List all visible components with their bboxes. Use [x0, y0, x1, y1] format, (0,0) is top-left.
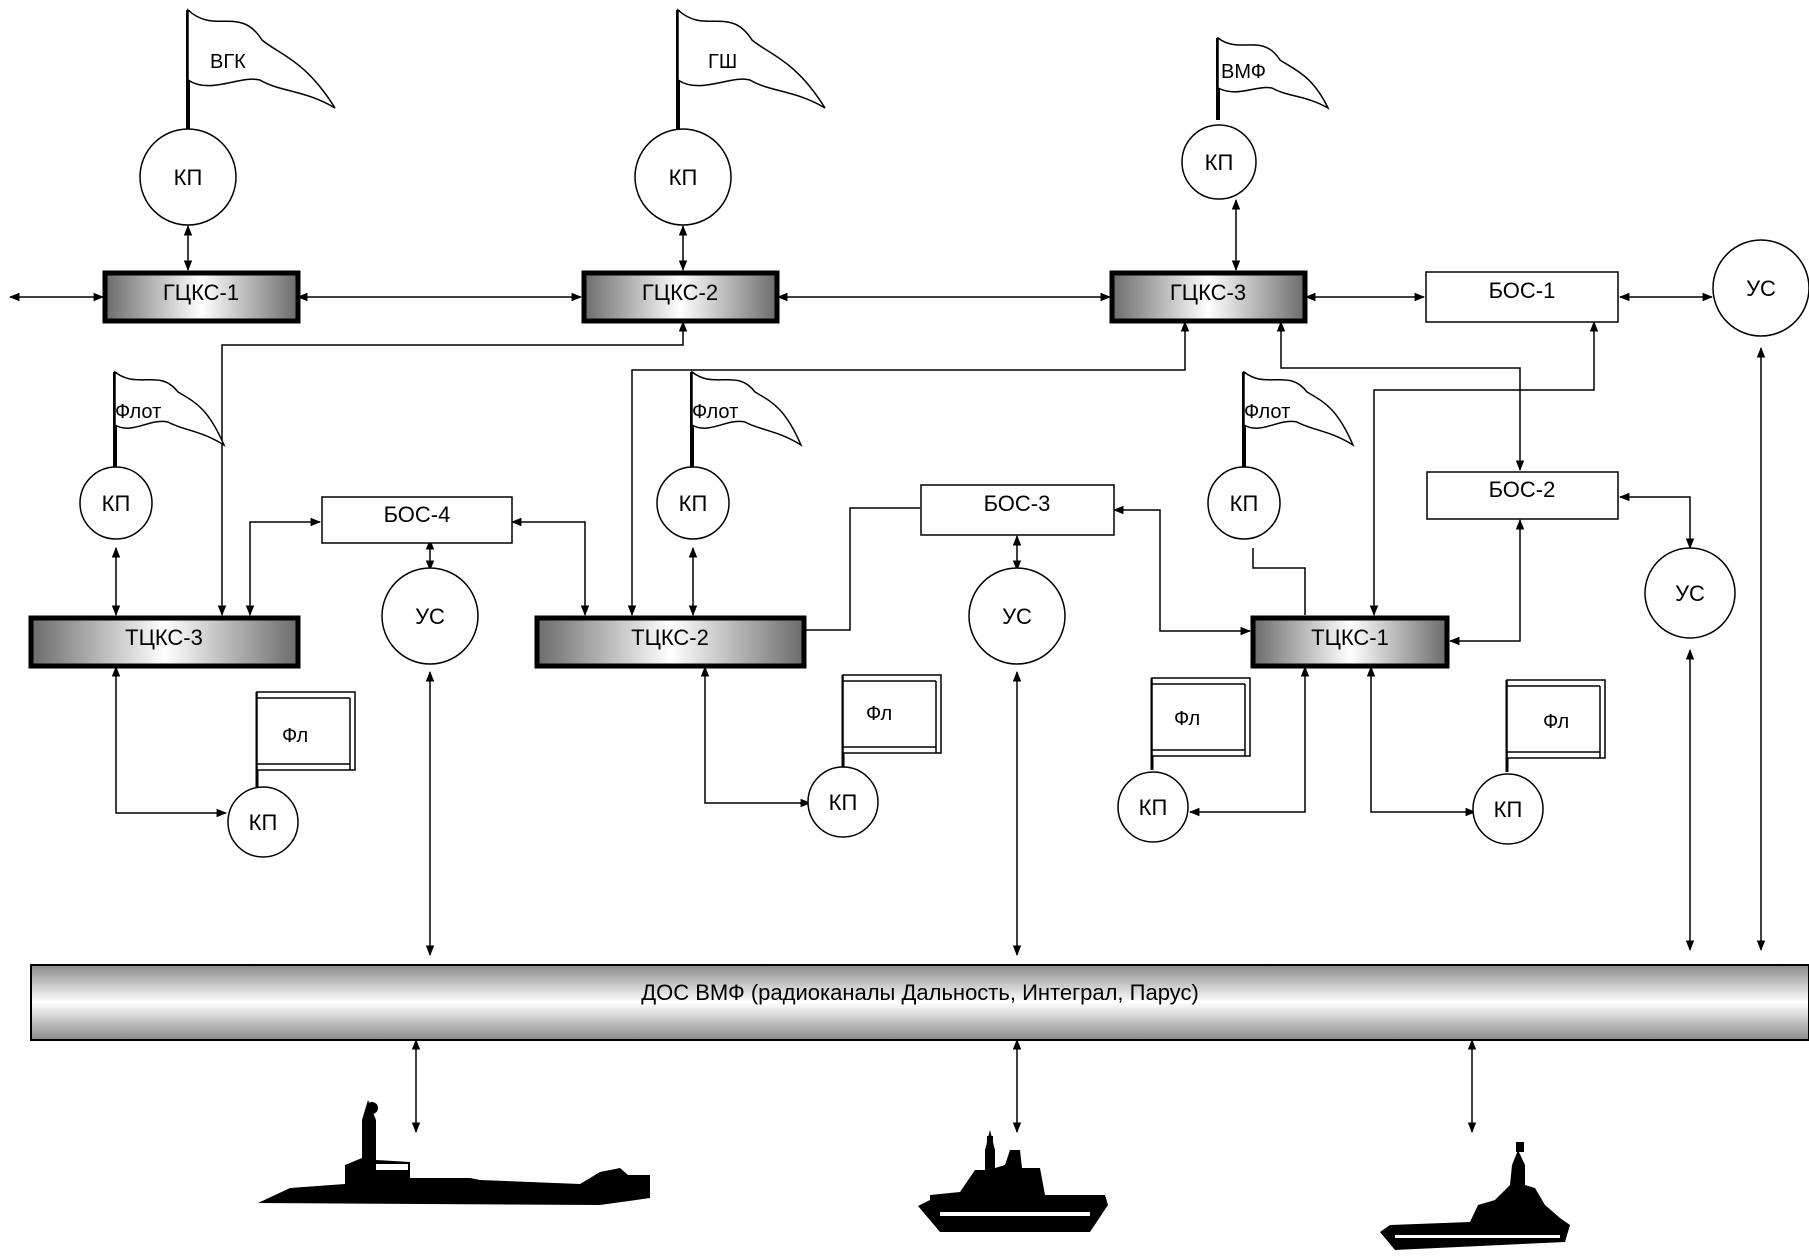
gcks-3-box: ГЦКС-3: [1109, 270, 1308, 324]
kp-flot-2: КП: [656, 466, 730, 540]
bos-2-box: БОС-2: [1426, 471, 1619, 520]
svg-text:УС: УС: [1675, 581, 1705, 606]
flag-fl-2-label: Фл: [866, 703, 892, 725]
flag-fl-4: Фл: [1505, 679, 1606, 772]
svg-text:КП: КП: [102, 491, 131, 516]
kp-fl-4: КП: [1472, 773, 1544, 845]
flag-fl-1: Фл: [255, 691, 356, 790]
flag-flot-3-label: Флот: [1244, 401, 1290, 423]
flag-fl-1-label: Фл: [282, 725, 308, 747]
svg-text:ТЦКС-1: ТЦКС-1: [1311, 625, 1389, 650]
svg-text:КП: КП: [1494, 797, 1523, 822]
kp-vmf: КП: [1181, 124, 1257, 200]
submarine-icon: [258, 1100, 650, 1205]
flag-fl-3-label: Фл: [1174, 708, 1200, 730]
svg-text:КП: КП: [249, 810, 278, 835]
kp-flot-3: КП: [1207, 466, 1281, 540]
tcks-1-box: ТЦКС-1: [1250, 615, 1450, 669]
svg-text:КП: КП: [174, 165, 203, 190]
connections: [8, 198, 1766, 1134]
svg-text:ТЦКС-2: ТЦКС-2: [631, 625, 709, 650]
kp-vgk: КП: [139, 128, 237, 226]
gcks-2-box: ГЦКС-2: [581, 270, 780, 324]
svg-text:КП: КП: [679, 491, 708, 516]
flag-vmf-label: ВМФ: [1221, 61, 1266, 83]
flag-flot-1-label: Флот: [115, 401, 161, 423]
aircraft-carrier-icon: [1380, 1142, 1570, 1250]
flag-fl-2: Фл: [841, 674, 942, 770]
svg-text:КП: КП: [1205, 150, 1234, 175]
flag-flot-3: Флот: [1242, 370, 1355, 468]
bos-4-box: БОС-4: [321, 496, 513, 544]
flag-gsh: ГШ: [676, 8, 826, 130]
bos-1-box: БОС-1: [1425, 271, 1619, 323]
kp-fl-3: КП: [1117, 771, 1189, 843]
svg-text:КП: КП: [669, 165, 698, 190]
svg-text:КП: КП: [829, 790, 858, 815]
svg-text:БОС-2: БОС-2: [1489, 477, 1556, 502]
flag-flot-1: Флот: [113, 370, 226, 468]
gcks-1-box: ГЦКС-1: [102, 270, 301, 324]
svg-text:ГЦКС-2: ГЦКС-2: [642, 280, 718, 305]
svg-text:БОС-1: БОС-1: [1489, 278, 1556, 303]
svg-text:УС: УС: [1746, 276, 1776, 301]
bos-3-box: БОС-3: [920, 484, 1115, 536]
svg-text:УС: УС: [1002, 604, 1032, 629]
flag-vgk-label: ВГК: [210, 51, 246, 73]
svg-text:ТЦКС-3: ТЦКС-3: [125, 625, 203, 650]
svg-text:БОС-3: БОС-3: [984, 491, 1051, 516]
kp-flot-1: КП: [79, 466, 153, 540]
kp-gsh: КП: [634, 128, 732, 226]
svg-text:УС: УС: [415, 604, 445, 629]
kp-fl-2: КП: [807, 766, 879, 838]
svg-text:ГЦКС-3: ГЦКС-3: [1170, 280, 1246, 305]
flag-fl-4-label: Фл: [1543, 711, 1569, 733]
svg-text:КП: КП: [1139, 795, 1168, 820]
us-bos4: УС: [381, 567, 479, 665]
flag-vgk: ВГК: [186, 8, 336, 130]
flag-gsh-label: ГШ: [708, 51, 737, 73]
flag-vmf: ВМФ: [1216, 36, 1330, 120]
svg-text:БОС-4: БОС-4: [384, 502, 451, 527]
kp-fl-1: КП: [227, 786, 299, 858]
us-right: УС: [1644, 547, 1736, 639]
svg-text:КП: КП: [1230, 491, 1259, 516]
dos-bus: ДОС ВМФ (радиоканалы Дальность, Интеграл…: [30, 964, 1809, 1041]
dos-bus-label: ДОС ВМФ (радиоканалы Дальность, Интеграл…: [641, 980, 1199, 1005]
us-top-right: УС: [1712, 239, 1809, 337]
flag-fl-3: Фл: [1150, 677, 1251, 770]
flag-flot-2-label: Флот: [692, 401, 738, 423]
us-bos3: УС: [968, 567, 1066, 665]
tcks-2-box: ТЦКС-2: [534, 615, 807, 669]
flag-flot-2: Флот: [690, 370, 803, 468]
svg-text:ГЦКС-1: ГЦКС-1: [163, 280, 239, 305]
destroyer-icon: [918, 1130, 1108, 1232]
tcks-3-box: ТЦКС-3: [28, 615, 301, 669]
